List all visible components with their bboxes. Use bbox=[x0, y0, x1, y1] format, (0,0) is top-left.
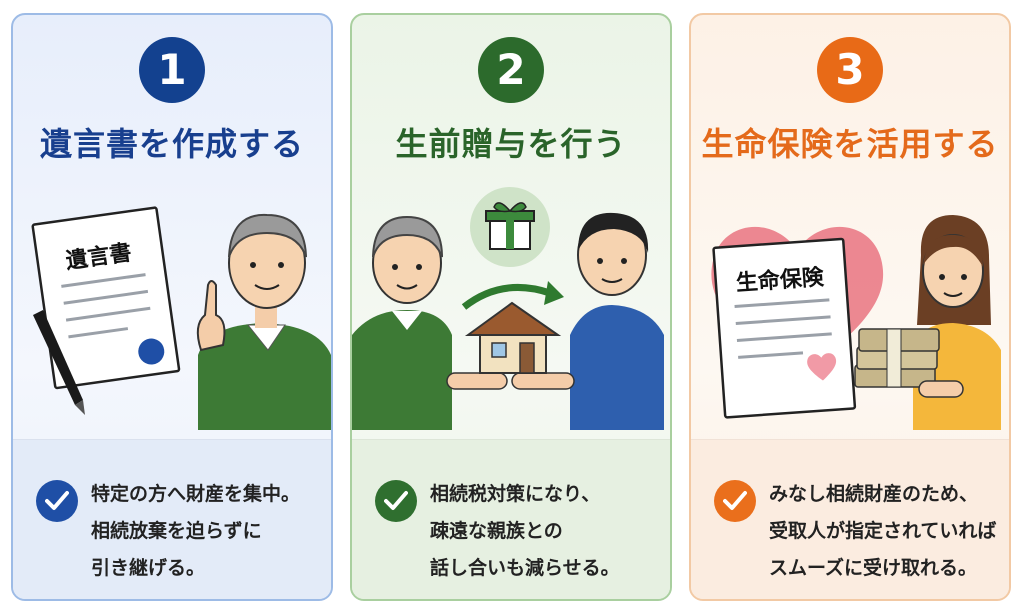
check-circle-icon bbox=[714, 480, 756, 522]
card-title: 生前贈与を行う bbox=[395, 125, 627, 163]
elderly-man-figure bbox=[196, 213, 331, 430]
card-description: みなし相続財産のため、 受取人が指定されていれば スムーズに受け取れる。 bbox=[769, 476, 1005, 587]
card-description-panel: 特定の方へ財産を集中。 相続放棄を迫らずに 引き継げる。 bbox=[13, 439, 331, 599]
card-description: 相続税対策になり、 疎遠な親族との 話し合いも減らせる。 bbox=[430, 476, 666, 587]
will-illustration: 遺言書 bbox=[31, 206, 331, 430]
card-description-panel: 相続税対策になり、 疎遠な親族との 話し合いも減らせる。 bbox=[352, 439, 670, 599]
woman-figure bbox=[913, 215, 1001, 430]
check-circle-icon bbox=[375, 480, 417, 522]
document-label: 生命保険 bbox=[735, 264, 826, 296]
step-number-badge: 1 bbox=[139, 37, 205, 103]
insurance-illustration: 生命保険 bbox=[711, 215, 1001, 430]
card-title: 生命保険を活用する bbox=[701, 125, 999, 163]
document-icon bbox=[31, 206, 181, 390]
money-stack-icon bbox=[854, 328, 940, 388]
card-description-panel: みなし相続財産のため、 受取人が指定されていれば スムーズに受け取れる。 bbox=[691, 439, 1009, 599]
gift-illustration bbox=[352, 187, 664, 430]
option-card-life-insurance: 3 生命保険を活用する 生命保険 bbox=[689, 13, 1011, 601]
check-circle-icon bbox=[36, 480, 78, 522]
step-number-badge: 2 bbox=[478, 37, 544, 103]
description-line: みなし相続財産のため、 bbox=[769, 483, 979, 505]
description-line: 話し合いも減らせる。 bbox=[430, 557, 620, 579]
description-line: スムーズに受け取れる。 bbox=[769, 557, 978, 579]
document-icon bbox=[712, 237, 857, 419]
option-card-will: 1 遺言書を作成する 遺言書 bbox=[11, 13, 333, 601]
description-line: 相続税対策になり、 bbox=[430, 483, 601, 505]
card-title: 遺言書を作成する bbox=[39, 125, 304, 163]
option-card-gift: 2 生前贈与を行う bbox=[350, 13, 672, 601]
card-description: 特定の方へ財産を集中。 相続放棄を迫らずに 引き継げる。 bbox=[91, 476, 327, 587]
step-number-badge: 3 bbox=[817, 37, 883, 103]
description-line: 受取人が指定されていれば bbox=[769, 520, 997, 542]
young-man-figure bbox=[570, 212, 664, 430]
arrow-icon bbox=[461, 284, 552, 310]
pen-icon bbox=[33, 310, 85, 415]
elderly-man-figure bbox=[352, 215, 452, 430]
gift-icon bbox=[470, 187, 550, 267]
description-line: 疎遠な親族との bbox=[430, 520, 563, 542]
description-line: 特定の方へ財産を集中。 bbox=[91, 483, 301, 505]
description-line: 相続放棄を迫らずに bbox=[91, 520, 262, 542]
description-line: 引き継げる。 bbox=[91, 557, 206, 579]
house-icon bbox=[464, 301, 562, 374]
